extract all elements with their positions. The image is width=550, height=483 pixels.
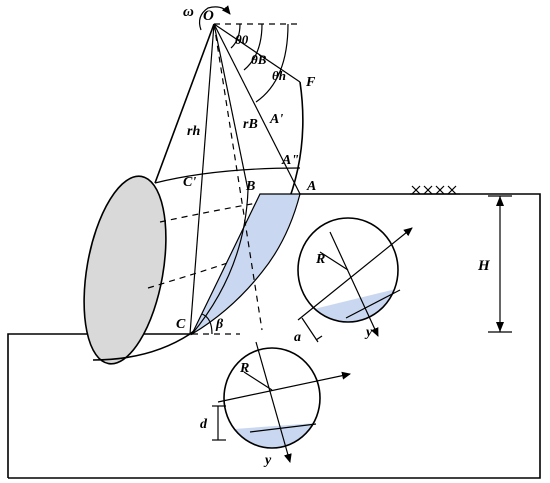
angle-arc-thetaB: [243, 23, 263, 71]
label-C-prime: C': [183, 175, 196, 190]
dashed-arc-lower: [147, 254, 251, 289]
label-C: C: [176, 317, 186, 332]
angle-arc-thetah: [255, 23, 289, 103]
label-thetah: θh: [272, 68, 286, 83]
radius-dashed: [213, 23, 263, 331]
label-a: a: [294, 330, 301, 345]
angle-arc-theta0: [230, 23, 241, 49]
radius-rh: [189, 23, 215, 335]
radius-rB: [213, 23, 249, 191]
label-theta0: θ0: [235, 32, 249, 47]
cone-upper-edge: [154, 23, 215, 184]
h-arrow-bottom: [496, 322, 504, 332]
failure-surface-inner: [191, 189, 249, 335]
label-A-prime: A': [269, 112, 283, 127]
label-F: F: [305, 75, 316, 90]
cross-section-1: [297, 217, 413, 343]
label-y2: y: [263, 453, 272, 468]
h-arrow-top: [496, 196, 504, 206]
label-rB: rB: [243, 117, 258, 132]
cross-section-2: [212, 341, 351, 463]
ground-profile: [7, 193, 541, 479]
omega-rotation-arrow: [198, 5, 231, 31]
sliding-mass-region: [190, 193, 301, 336]
radius-to-A: [213, 23, 301, 195]
cone-base-ellipse: [83, 175, 167, 365]
label-beta: β: [215, 317, 224, 332]
label-R1: R: [315, 252, 325, 267]
ground-hatch-icon: [410, 185, 460, 195]
arc-c-prime: [154, 167, 301, 184]
label-omega: ω: [183, 4, 194, 20]
label-O: O: [203, 8, 214, 24]
label-B: B: [245, 179, 255, 194]
cone-lower-edge: [92, 333, 191, 361]
label-d: d: [200, 417, 208, 432]
label-y1: y: [364, 325, 373, 340]
label-rh: rh: [187, 124, 200, 139]
label-H: H: [477, 258, 491, 274]
label-thetaB: θB: [251, 52, 267, 67]
label-A: A: [306, 179, 316, 194]
label-A-double-prime: A": [281, 153, 299, 168]
label-R2: R: [239, 361, 249, 376]
angle-arc-beta: [201, 313, 213, 335]
